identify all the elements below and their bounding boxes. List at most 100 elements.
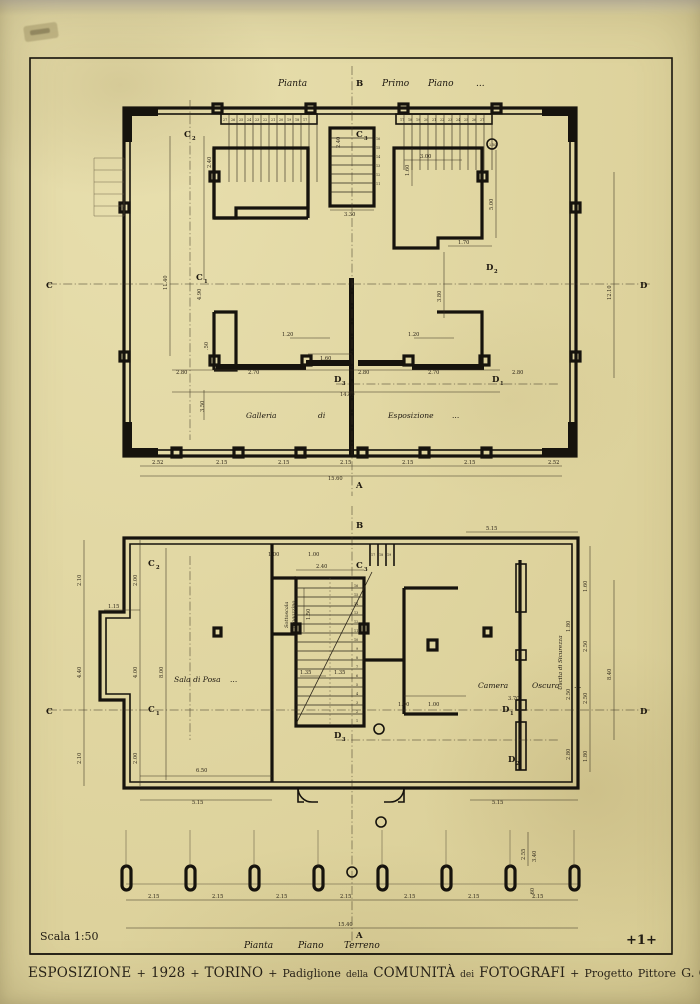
svg-text:8: 8 bbox=[356, 656, 358, 660]
svg-text:1: 1 bbox=[356, 719, 358, 723]
lower-darkroom: Camera Oscura ... 3.70 bbox=[364, 586, 581, 716]
caption-fotografi: FOTOGRAFI bbox=[479, 965, 566, 981]
svg-text:16: 16 bbox=[354, 584, 358, 588]
svg-text:2.55: 2.55 bbox=[521, 849, 527, 860]
svg-text:2.10: 2.10 bbox=[77, 575, 83, 586]
svg-text:Oscura: Oscura bbox=[532, 681, 560, 690]
lower-exit-corridor: Uscita di Sicurezza bbox=[515, 560, 564, 771]
svg-text:12.10: 12.10 bbox=[607, 285, 613, 300]
svg-text:21: 21 bbox=[432, 118, 436, 122]
svg-text:2.40: 2.40 bbox=[316, 564, 327, 570]
svg-text:8.00: 8.00 bbox=[159, 667, 165, 678]
svg-text:11: 11 bbox=[354, 629, 358, 633]
svg-text:D: D bbox=[486, 263, 494, 273]
svg-text:1.20: 1.20 bbox=[282, 332, 293, 338]
upper-dimensions-mid: 1.20 1.60 1.20 2.80 2.70 2.80 2.70 2.80 … bbox=[140, 332, 562, 482]
lower-dimensions-left: 2.10 4.40 2.10 2.00 4.00 2.00 8.00 1.15 … bbox=[77, 540, 272, 806]
svg-text:2: 2 bbox=[494, 269, 498, 275]
svg-text:2.15: 2.15 bbox=[276, 894, 287, 900]
svg-text:1: 1 bbox=[156, 711, 160, 717]
svg-text:15.40: 15.40 bbox=[338, 922, 353, 928]
caption-progetto: Progetto bbox=[584, 967, 633, 980]
section-marker-d: D bbox=[640, 281, 648, 291]
svg-text:1.00: 1.00 bbox=[398, 702, 409, 708]
portico-column bbox=[376, 864, 389, 892]
caption-sep: + bbox=[570, 967, 580, 980]
lower-dimensions-right: 5.15 1.60 2.50 2.50 1.80 8.40 5.15 2.55 … bbox=[466, 526, 615, 896]
section-marker-b: B bbox=[356, 521, 363, 531]
svg-text:Magazzino: Magazzino bbox=[291, 601, 297, 629]
svg-text:1.70: 1.70 bbox=[458, 240, 469, 246]
svg-text:C: C bbox=[148, 705, 155, 715]
caption-dei: dei bbox=[460, 970, 475, 980]
svg-text:22: 22 bbox=[263, 118, 267, 122]
svg-text:2.15: 2.15 bbox=[402, 460, 413, 466]
svg-text:1: 1 bbox=[204, 279, 208, 285]
portico-column bbox=[312, 864, 325, 892]
upper-centerlines bbox=[48, 66, 652, 496]
svg-text:...: ... bbox=[476, 79, 485, 89]
svg-text:23: 23 bbox=[255, 118, 259, 122]
caption-della: della bbox=[345, 970, 369, 980]
upper-room-label: Galleria di Esposizione ... bbox=[246, 411, 459, 420]
scale-label: Scala 1:50 bbox=[40, 930, 99, 943]
svg-text:.50: .50 bbox=[204, 342, 210, 350]
svg-text:17: 17 bbox=[371, 553, 375, 557]
svg-text:3.80: 3.80 bbox=[437, 291, 443, 302]
svg-text:24: 24 bbox=[456, 118, 460, 122]
svg-text:4.40: 4.40 bbox=[77, 667, 83, 678]
svg-text:20: 20 bbox=[424, 118, 428, 122]
section-marker-a: A bbox=[355, 931, 363, 941]
svg-text:19: 19 bbox=[416, 118, 420, 122]
svg-text:2.80: 2.80 bbox=[566, 749, 572, 760]
fixture bbox=[482, 626, 493, 638]
svg-text:3.40: 3.40 bbox=[532, 851, 538, 862]
svg-text:2.40: 2.40 bbox=[207, 157, 213, 168]
svg-text:2.15: 2.15 bbox=[148, 894, 159, 900]
svg-text:C: C bbox=[356, 130, 363, 140]
svg-text:2: 2 bbox=[516, 761, 520, 767]
svg-text:2.80: 2.80 bbox=[358, 370, 369, 376]
svg-text:18: 18 bbox=[408, 118, 412, 122]
svg-text:di: di bbox=[318, 411, 326, 420]
caption-sep: + bbox=[268, 967, 278, 980]
svg-text:1: 1 bbox=[510, 711, 514, 717]
svg-text:3.00: 3.00 bbox=[420, 154, 431, 160]
svg-text:2.80: 2.80 bbox=[512, 370, 523, 376]
fixture bbox=[212, 626, 223, 638]
upper-exterior-stair bbox=[93, 157, 125, 217]
svg-text:14: 14 bbox=[376, 155, 380, 159]
page-number: +1+ bbox=[626, 933, 657, 948]
svg-text:19: 19 bbox=[287, 118, 291, 122]
svg-text:1.35: 1.35 bbox=[300, 670, 311, 676]
sheet-caption: ESPOSIZIONE + 1928 + TORINO + Padiglione… bbox=[28, 962, 700, 981]
svg-text:D: D bbox=[502, 705, 510, 715]
portico-column bbox=[504, 864, 517, 892]
svg-text:2.50: 2.50 bbox=[566, 689, 572, 700]
svg-text:3.30: 3.30 bbox=[344, 212, 355, 218]
portico-column bbox=[248, 864, 261, 892]
svg-text:26: 26 bbox=[231, 118, 235, 122]
svg-text:7: 7 bbox=[356, 665, 358, 669]
svg-text:4: 4 bbox=[356, 692, 358, 696]
svg-text:15.60: 15.60 bbox=[328, 476, 343, 482]
svg-text:2.15: 2.15 bbox=[212, 894, 223, 900]
svg-text:Galleria: Galleria bbox=[246, 411, 277, 420]
svg-text:Primo: Primo bbox=[381, 79, 410, 89]
svg-text:4.00: 4.00 bbox=[133, 667, 139, 678]
svg-text:2.00: 2.00 bbox=[133, 575, 139, 586]
upper-right-room: 1.50 bbox=[392, 138, 498, 250]
svg-text:5.15: 5.15 bbox=[492, 800, 503, 806]
svg-text:2.15: 2.15 bbox=[464, 460, 475, 466]
svg-text:6: 6 bbox=[356, 674, 358, 678]
svg-text:2.15: 2.15 bbox=[340, 460, 351, 466]
caption-comunita: COMUNITÀ bbox=[373, 965, 456, 981]
portico-column bbox=[568, 864, 581, 892]
svg-text:14.80: 14.80 bbox=[340, 392, 355, 398]
svg-text:11.40: 11.40 bbox=[163, 275, 169, 290]
svg-text:D: D bbox=[508, 755, 516, 765]
svg-text:12: 12 bbox=[376, 173, 380, 177]
svg-text:13: 13 bbox=[376, 164, 380, 168]
